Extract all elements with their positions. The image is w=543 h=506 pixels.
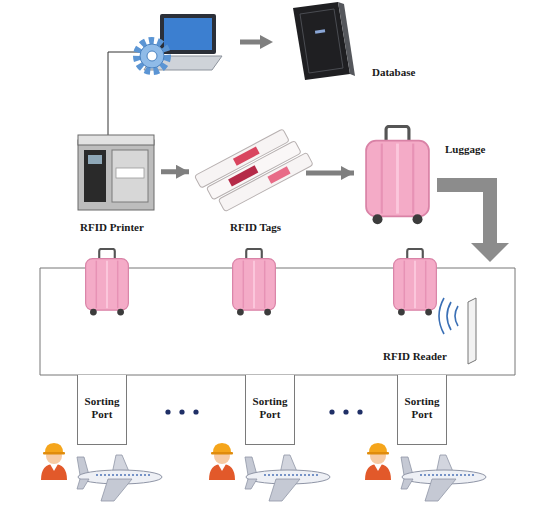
node-label: Luggage [445, 143, 485, 156]
printer-door [112, 150, 148, 202]
worker [41, 443, 67, 480]
rfid-tags [194, 124, 313, 216]
airplane [401, 455, 486, 501]
printer-label [116, 168, 144, 178]
luggage-node: Luggage [360, 125, 435, 225]
gear-body [140, 44, 164, 68]
ellipsis-dot [329, 409, 334, 414]
luggage [233, 249, 276, 316]
gear-teeth [137, 41, 167, 71]
wire [108, 52, 109, 135]
conveyor [515, 268, 516, 375]
sorting-port: Sorting Port [77, 375, 127, 445]
ellipsis-dot [357, 409, 362, 414]
conveyor [40, 268, 41, 375]
luggage [366, 126, 429, 224]
ellipsis-dot [179, 409, 184, 414]
storage-device-side [338, 2, 355, 76]
storage-device-panel [300, 9, 343, 73]
laptop-screen [164, 18, 212, 50]
radio-wave [439, 298, 444, 334]
node-label: Database [372, 66, 415, 79]
airplane [77, 455, 162, 501]
node-label: RFID Printer [80, 221, 144, 234]
printer-display [88, 155, 102, 164]
ellipsis-dot [165, 409, 170, 414]
flow-arrow [306, 171, 354, 176]
arrow-head [260, 35, 273, 49]
node-label: RFID Reader [383, 350, 447, 363]
luggage [394, 249, 437, 316]
ellipsis-dot [193, 409, 198, 414]
rfid-reader [468, 298, 476, 364]
node-label: Sorting Port [246, 375, 294, 420]
gear-hole [147, 51, 157, 61]
node-label: Sorting Port [398, 375, 446, 420]
tag-band [267, 166, 290, 183]
worker [209, 443, 235, 480]
tags-node: RFID Tags [195, 135, 300, 207]
node-label: RFID Tags [230, 221, 281, 234]
storage-device-logo [315, 29, 325, 33]
tag-strip [218, 152, 313, 211]
flow-arrow [161, 169, 189, 174]
printer-node: RFID Printer [75, 135, 155, 210]
sorting-port: Sorting Port [245, 375, 295, 445]
sorting-port: Sorting Port [397, 375, 447, 445]
big-arrow-head [471, 243, 509, 262]
airplane [245, 455, 330, 501]
printer-body [78, 140, 154, 210]
arrow-shaft [240, 40, 262, 45]
printer-panel [84, 150, 106, 202]
luggage [86, 249, 129, 316]
big-arrow [437, 185, 490, 244]
ellipsis-dot [343, 409, 348, 414]
worker [365, 443, 391, 480]
printer-top [78, 135, 154, 145]
radio-wave [447, 302, 451, 330]
radio-wave [455, 306, 458, 326]
node-label: Sorting Port [78, 375, 126, 420]
reader-node: RFID Reader [462, 298, 478, 364]
database-node: Database [290, 2, 352, 82]
